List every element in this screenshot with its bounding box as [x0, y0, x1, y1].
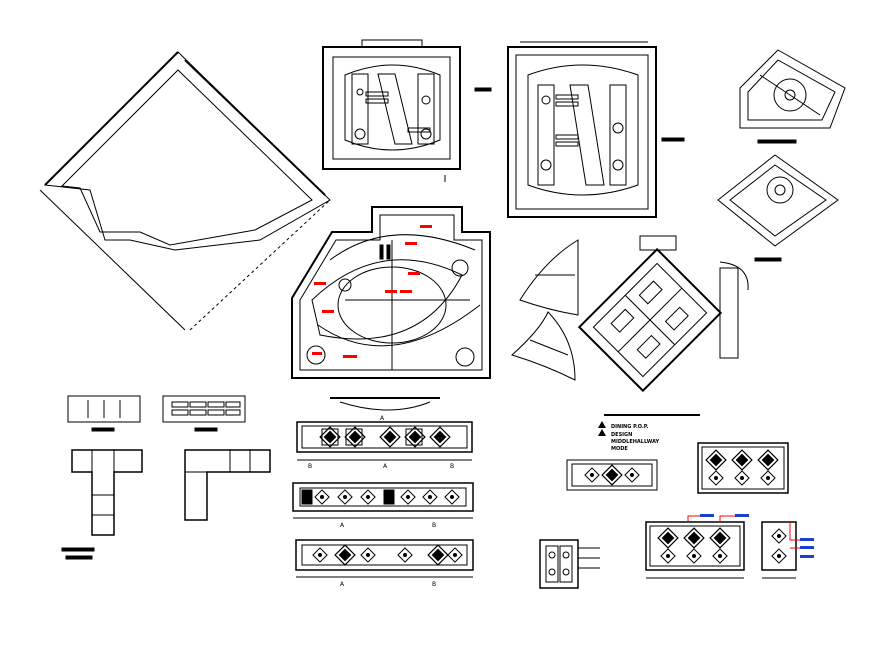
note-line3: MIDDLEHALLWAY	[611, 439, 659, 445]
section-mark-a4: A	[340, 581, 345, 588]
section-mark-b1: B	[450, 463, 454, 470]
section-mark-b3: B	[432, 581, 436, 588]
rotated-layout-plan	[577, 235, 749, 416]
panel-elevation-1: B A B A	[296, 415, 473, 470]
main-ceiling-plan	[291, 206, 491, 411]
red-light-markers	[312, 225, 432, 358]
note-line4: MODE	[611, 446, 628, 452]
dining-note: DINING P.O.P. DESIGN MIDDLEHALLWAY MODE	[598, 421, 659, 452]
note-dining-pop: DINING P.O.P.	[611, 424, 649, 430]
panel-elevation-2: A B	[292, 482, 474, 529]
section-mark-b2: B	[432, 522, 436, 529]
l-shaped-plans	[61, 449, 271, 560]
diamond-plan	[717, 154, 839, 262]
panel-elevation-3: A B	[295, 539, 474, 588]
note-design: DESIGN	[611, 432, 632, 438]
section-mark-a3: A	[340, 522, 345, 529]
curved-panel-details	[511, 239, 579, 381]
section-mark-a2: A	[383, 463, 388, 470]
lower-right-elevations	[539, 521, 797, 589]
callout-leaders	[687, 514, 814, 558]
small-panel-details	[566, 442, 789, 494]
section-mark-a1: B	[308, 463, 312, 470]
section-mark-a0: A	[380, 415, 385, 422]
ceiling-plan-large	[507, 41, 685, 218]
cabinet-elevations	[67, 395, 246, 432]
diagonal-room-outline	[39, 51, 331, 331]
ceiling-plan-small	[322, 39, 492, 182]
pentagon-plan-top	[739, 49, 846, 144]
